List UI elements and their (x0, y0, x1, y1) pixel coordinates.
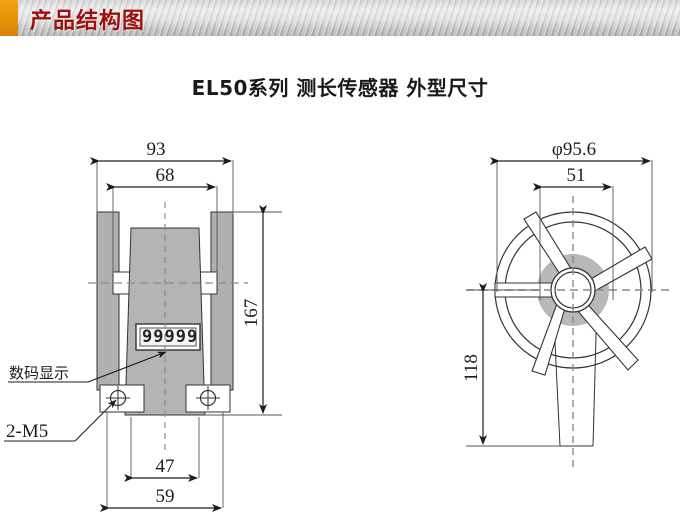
dim-label-47: 47 (156, 456, 175, 477)
callout-label-thread: 2-M5 (6, 421, 48, 442)
right-view-group: φ95.6 51 118 (461, 139, 672, 470)
leader-line-thread (74, 399, 117, 442)
display-value: 99999 (142, 327, 198, 347)
page-title: EL50系列 测长传感器 外型尺寸 (191, 76, 489, 100)
dim-label-68: 68 (156, 165, 175, 186)
left-mount-hole (106, 386, 130, 410)
dim-label-59: 59 (156, 486, 175, 507)
right-mount-hole (196, 386, 220, 410)
callout-label-display: 数码显示 (9, 364, 69, 382)
dim-label-51: 51 (567, 165, 586, 186)
banner-title: 产品结构图 (30, 9, 146, 34)
leader-line-display (87, 351, 167, 383)
dim-label-118: 118 (461, 354, 482, 382)
display-screen (139, 327, 197, 347)
right-wheel-body (210, 211, 234, 391)
page-banner: 产品结构图 (0, 0, 680, 36)
dim-label-93: 93 (147, 139, 166, 160)
dim-label-diameter: φ95.6 (552, 139, 596, 160)
left-view-group: 99999 93 68 167 (4, 139, 282, 512)
dim-label-167: 167 (241, 299, 262, 328)
banner-accent-bar (0, 0, 18, 36)
left-wheel-body (96, 211, 120, 391)
